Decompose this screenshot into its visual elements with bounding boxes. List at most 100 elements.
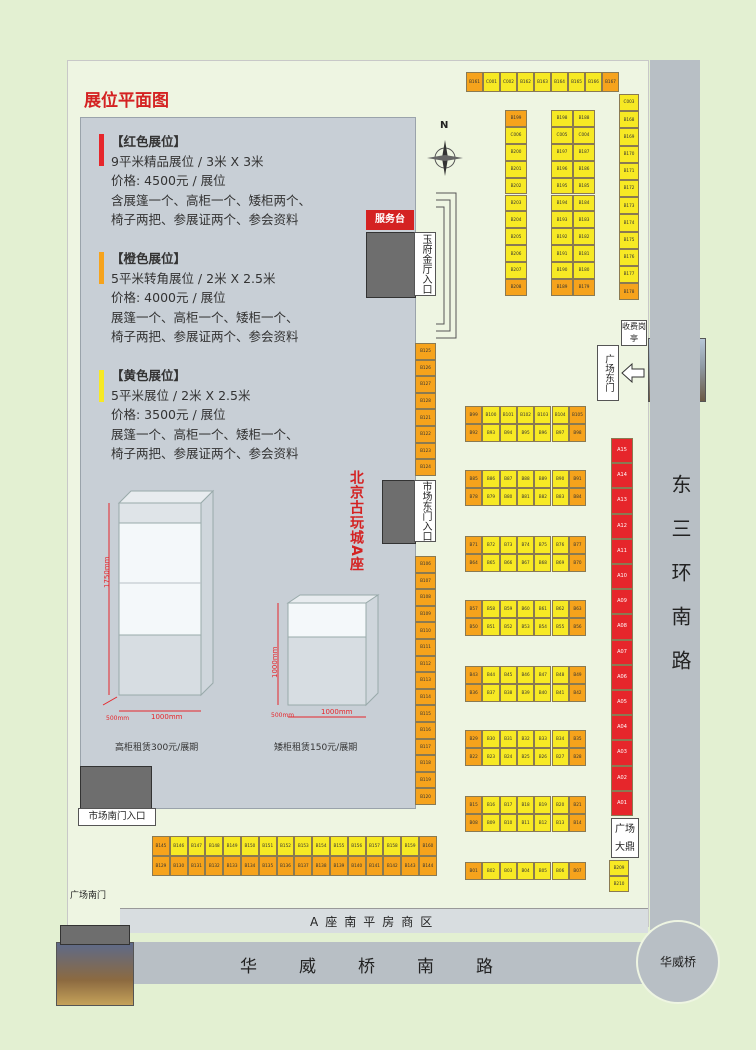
- booth-c005[interactable]: C005: [551, 126, 573, 144]
- booth-b119[interactable]: B119: [415, 771, 436, 789]
- booth-b143[interactable]: B143: [401, 856, 419, 876]
- booth-b179[interactable]: B179: [573, 279, 595, 296]
- booth-b104[interactable]: B104: [551, 406, 569, 424]
- booth-b137[interactable]: B137: [294, 856, 313, 876]
- booth-b88[interactable]: B88: [516, 470, 535, 488]
- booth-b139[interactable]: B139: [330, 856, 348, 876]
- booth-b36[interactable]: B36: [465, 684, 483, 702]
- booth-b53[interactable]: B53: [516, 618, 535, 636]
- booth-b34[interactable]: B34: [551, 730, 569, 748]
- booth-b183[interactable]: B183: [573, 211, 595, 229]
- booth-b97[interactable]: B97: [551, 424, 569, 442]
- booth-b189[interactable]: B189: [551, 279, 573, 296]
- booth-b48[interactable]: B48: [551, 666, 569, 684]
- booth-b21[interactable]: B21: [568, 796, 587, 814]
- booth-a09[interactable]: A09: [611, 589, 633, 615]
- booth-b11[interactable]: B11: [516, 814, 535, 832]
- booth-b165[interactable]: B165: [568, 72, 585, 92]
- booth-a15[interactable]: A15: [611, 438, 633, 464]
- booth-b128[interactable]: B128: [415, 392, 436, 410]
- booth-b131[interactable]: B131: [187, 856, 206, 876]
- booth-b13[interactable]: B13: [551, 814, 569, 832]
- booth-b86[interactable]: B86: [482, 470, 500, 488]
- booth-c004[interactable]: C004: [573, 126, 595, 144]
- booth-b87[interactable]: B87: [499, 470, 517, 488]
- booth-b187[interactable]: B187: [573, 143, 595, 161]
- booth-a03[interactable]: A03: [611, 740, 633, 766]
- booth-b68[interactable]: B68: [534, 554, 552, 572]
- booth-b182[interactable]: B182: [573, 228, 595, 246]
- booth-b10[interactable]: B10: [499, 814, 517, 832]
- booth-b148[interactable]: B148: [205, 836, 224, 856]
- booth-b98[interactable]: B98: [568, 424, 587, 442]
- booth-b112[interactable]: B112: [415, 655, 436, 673]
- booth-b124[interactable]: B124: [415, 459, 436, 476]
- booth-b140[interactable]: B140: [347, 856, 366, 876]
- booth-b81[interactable]: B81: [516, 488, 535, 506]
- booth-b37[interactable]: B37: [482, 684, 500, 702]
- booth-b30[interactable]: B30: [482, 730, 500, 748]
- booth-b78[interactable]: B78: [465, 488, 483, 506]
- booth-b153[interactable]: B153: [294, 836, 313, 856]
- booth-b162[interactable]: B162: [517, 72, 534, 92]
- booth-b45[interactable]: B45: [499, 666, 517, 684]
- booth-b44[interactable]: B44: [482, 666, 500, 684]
- booth-b135[interactable]: B135: [258, 856, 277, 876]
- booth-b09[interactable]: B09: [482, 814, 500, 832]
- booth-b52[interactable]: B52: [499, 618, 517, 636]
- booth-a12[interactable]: A12: [611, 513, 633, 539]
- booth-b90[interactable]: B90: [551, 470, 569, 488]
- booth-b08[interactable]: B08: [465, 814, 483, 832]
- booth-a11[interactable]: A11: [611, 538, 633, 564]
- booth-b163[interactable]: B163: [534, 72, 551, 92]
- booth-b99[interactable]: B99: [465, 406, 483, 424]
- booth-c003[interactable]: C003: [619, 94, 639, 112]
- booth-b200[interactable]: B200: [505, 143, 527, 161]
- booth-b164[interactable]: B164: [551, 72, 568, 92]
- booth-b66[interactable]: B66: [499, 554, 517, 572]
- booth-b35[interactable]: B35: [568, 730, 587, 748]
- booth-b197[interactable]: B197: [551, 143, 573, 161]
- booth-b149[interactable]: B149: [223, 836, 241, 856]
- booth-b178[interactable]: B178: [619, 283, 639, 301]
- booth-b91[interactable]: B91: [568, 470, 587, 488]
- booth-b102[interactable]: B102: [516, 406, 535, 424]
- booth-b84[interactable]: B84: [568, 488, 587, 506]
- booth-b170[interactable]: B170: [619, 145, 639, 163]
- booth-b56[interactable]: B56: [568, 618, 587, 636]
- booth-b69[interactable]: B69: [551, 554, 569, 572]
- booth-b39[interactable]: B39: [516, 684, 535, 702]
- booth-b132[interactable]: B132: [205, 856, 224, 876]
- booth-b59[interactable]: B59: [499, 600, 517, 618]
- booth-b184[interactable]: B184: [573, 194, 595, 212]
- booth-b07[interactable]: B07: [568, 862, 587, 880]
- booth-b138[interactable]: B138: [312, 856, 330, 876]
- booth-b02[interactable]: B02: [482, 862, 500, 880]
- booth-b38[interactable]: B38: [499, 684, 517, 702]
- booth-b105[interactable]: B105: [568, 406, 587, 424]
- booth-b80[interactable]: B80: [499, 488, 517, 506]
- booth-a06[interactable]: A06: [611, 664, 633, 690]
- booth-b158[interactable]: B158: [383, 836, 402, 856]
- booth-b05[interactable]: B05: [534, 862, 552, 880]
- booth-b176[interactable]: B176: [619, 248, 639, 266]
- booth-b186[interactable]: B186: [573, 160, 595, 178]
- booth-b89[interactable]: B89: [534, 470, 552, 488]
- booth-b33[interactable]: B33: [534, 730, 552, 748]
- booth-a01[interactable]: A01: [611, 790, 633, 816]
- booth-b27[interactable]: B27: [551, 748, 569, 766]
- booth-b207[interactable]: B207: [505, 262, 527, 279]
- booth-b31[interactable]: B31: [499, 730, 517, 748]
- booth-b192[interactable]: B192: [551, 228, 573, 246]
- booth-b42[interactable]: B42: [568, 684, 587, 702]
- booth-a08[interactable]: A08: [611, 614, 633, 640]
- booth-b210[interactable]: B210: [609, 876, 629, 892]
- booth-b174[interactable]: B174: [619, 214, 639, 232]
- booth-b73[interactable]: B73: [499, 536, 517, 554]
- booth-c001[interactable]: C001: [483, 72, 500, 92]
- booth-b101[interactable]: B101: [499, 406, 517, 424]
- booth-b160[interactable]: B160: [419, 836, 437, 856]
- booth-b141[interactable]: B141: [365, 856, 384, 876]
- booth-b23[interactable]: B23: [482, 748, 500, 766]
- booth-b17[interactable]: B17: [499, 796, 517, 814]
